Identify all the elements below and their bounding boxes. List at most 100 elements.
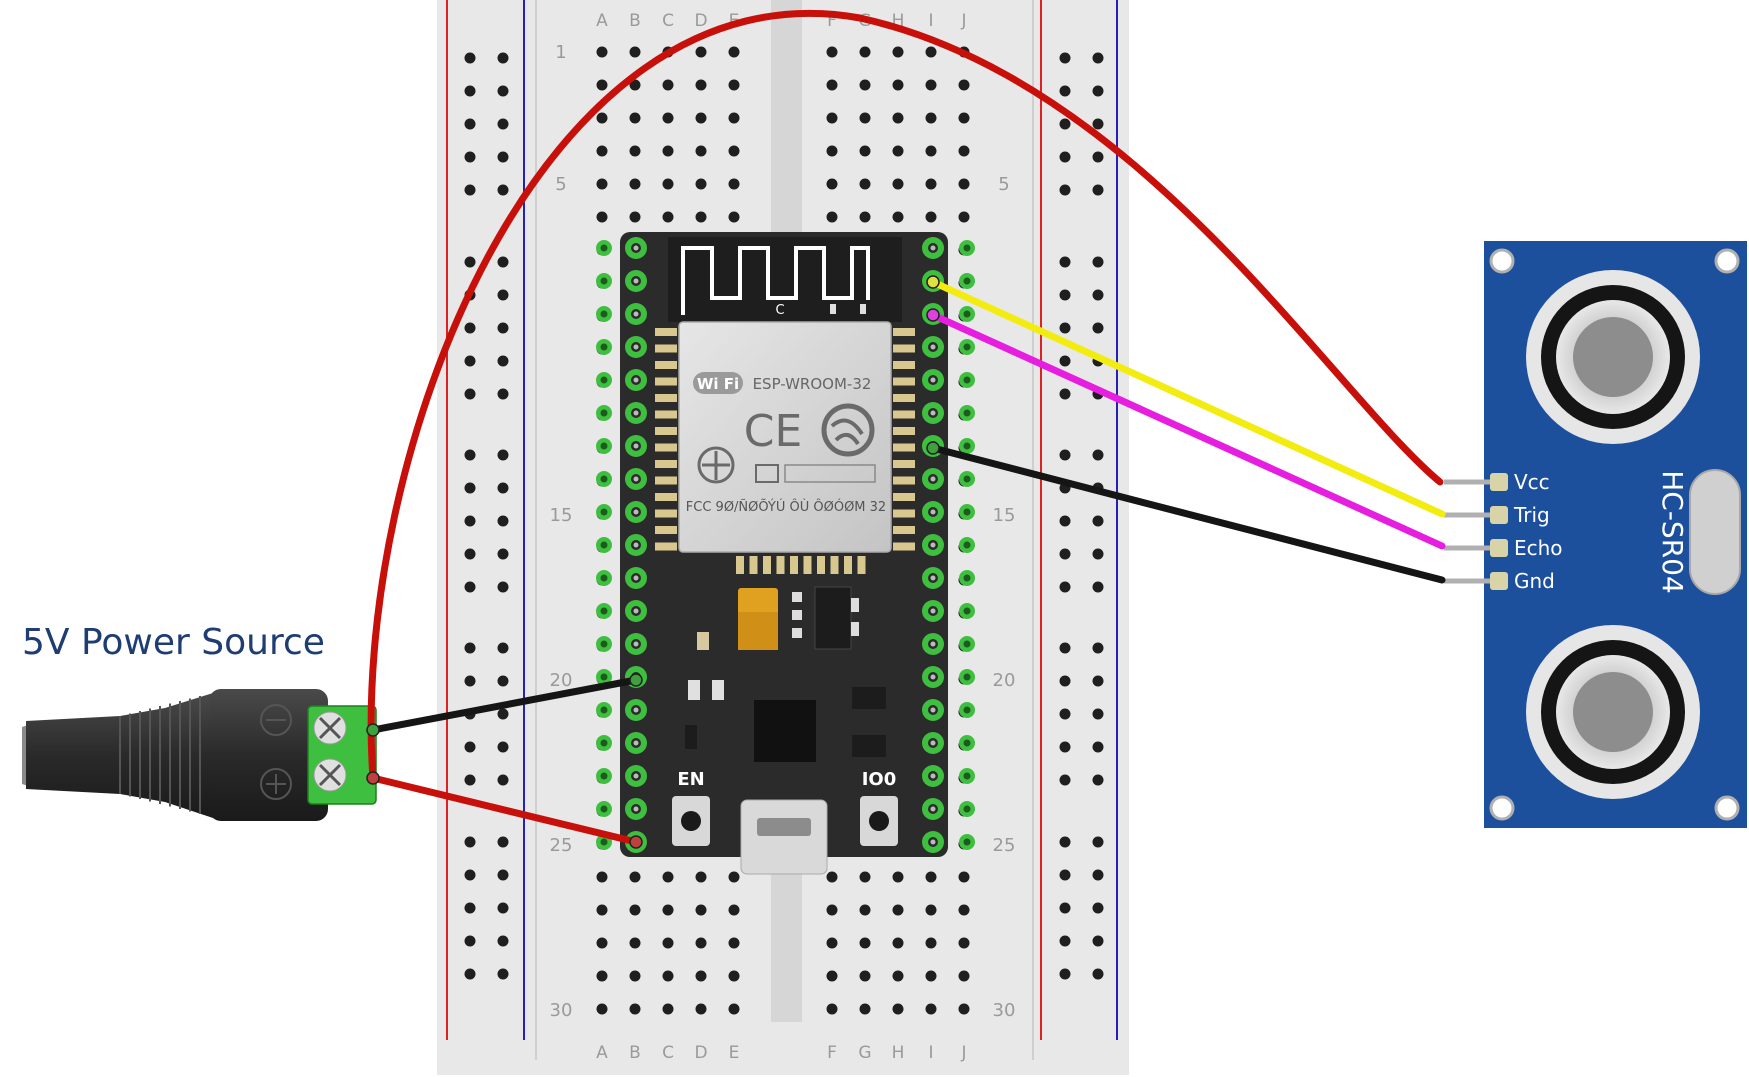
terminal-screw-plus[interactable] <box>313 758 347 792</box>
terminal-screw-minus[interactable] <box>313 711 347 745</box>
breadboard-hole <box>859 904 871 916</box>
module-pad <box>844 556 852 574</box>
wire-5v-to-sensor-vcc[interactable] <box>367 9 1444 782</box>
breadboard-hole <box>892 970 904 982</box>
rail-hole <box>1059 836 1071 848</box>
breadboard-hole <box>728 904 740 916</box>
en-button-cap[interactable] <box>681 811 701 831</box>
micro-usb-port[interactable] <box>740 799 828 875</box>
rail-hole <box>497 708 509 720</box>
rail-hole <box>1059 515 1071 527</box>
rail-hole <box>464 902 476 914</box>
rail-hole <box>1059 581 1071 593</box>
module-pad <box>655 493 677 501</box>
breadboard-hole <box>662 970 674 982</box>
rail-hole <box>464 151 476 163</box>
wire-trig-yellow[interactable] <box>929 278 1446 518</box>
column-letter: A <box>596 1043 608 1063</box>
module-pad <box>893 493 915 501</box>
breadboard-hole <box>958 112 970 124</box>
breadboard-hole <box>728 145 740 157</box>
breadboard-hole <box>859 46 871 58</box>
breadboard-hole <box>859 79 871 91</box>
module-pad <box>817 556 825 574</box>
breadboard-hole <box>695 145 707 157</box>
rail-hole <box>497 322 509 334</box>
en-button[interactable] <box>672 796 710 846</box>
rail-hole <box>1059 289 1071 301</box>
breadboard-hole <box>728 79 740 91</box>
breadboard-hole <box>695 211 707 223</box>
breadboard-hole <box>859 112 871 124</box>
breadboard-hole <box>629 46 641 58</box>
breadboard-hole <box>892 46 904 58</box>
breadboard-hole <box>728 178 740 190</box>
wire-gnd-black[interactable] <box>929 444 1446 584</box>
rail-hole <box>1092 289 1104 301</box>
rail-hole <box>464 548 476 560</box>
rail-hole <box>1092 642 1104 654</box>
breadboard-hole <box>925 1003 937 1015</box>
breadboard-hole <box>826 46 838 58</box>
wire-echo-magenta[interactable] <box>929 311 1446 550</box>
rail-hole <box>497 968 509 980</box>
column-letter: E <box>729 1043 740 1063</box>
breadboard-hole <box>728 1003 740 1015</box>
module-pad <box>655 460 677 468</box>
column-letter: A <box>596 11 608 31</box>
module-pad <box>736 556 744 574</box>
breadboard-hole <box>925 211 937 223</box>
wire-gnd-to-esp32[interactable] <box>369 676 640 734</box>
row-number: 1 <box>555 42 566 63</box>
breadboard-hole <box>925 937 937 949</box>
breadboard-hole <box>925 178 937 190</box>
rail-hole <box>497 184 509 196</box>
rail-hole <box>1059 449 1071 461</box>
rail-hole <box>464 581 476 593</box>
io0-button-cap[interactable] <box>869 811 889 831</box>
rail-hole <box>497 289 509 301</box>
rail-hole <box>497 902 509 914</box>
breadboard-hole <box>728 937 740 949</box>
breadboard-hole <box>925 79 937 91</box>
breadboard-hole <box>826 79 838 91</box>
breadboard-hole <box>695 112 707 124</box>
rail-hole <box>464 836 476 848</box>
rail-hole <box>497 675 509 687</box>
rail-hole <box>497 151 509 163</box>
breadboard-hole <box>826 211 838 223</box>
rail-hole <box>464 774 476 786</box>
sensor-pin-label: Trig <box>1513 503 1550 527</box>
column-letter: J <box>960 11 966 31</box>
breadboard-hole <box>662 937 674 949</box>
breadboard-hole <box>925 904 937 916</box>
row-number: 5 <box>998 174 1009 195</box>
wire-5v-to-esp32-vin[interactable] <box>369 774 640 846</box>
module-pad <box>790 556 798 574</box>
breadboard-hole <box>662 211 674 223</box>
column-letter: F <box>827 1043 837 1063</box>
module-pad <box>893 410 915 419</box>
io0-button[interactable] <box>860 796 898 846</box>
rail-hole <box>1059 256 1071 268</box>
column-letter: H <box>892 1043 905 1063</box>
row-number: 15 <box>993 505 1016 526</box>
rail-hole <box>464 935 476 947</box>
module-pad <box>763 556 771 574</box>
breadboard-hole <box>958 145 970 157</box>
module-pad <box>655 476 677 485</box>
rail-hole <box>464 118 476 130</box>
module-pad <box>893 377 915 386</box>
breadboard-hole <box>728 46 740 58</box>
breadboard-hole <box>958 871 970 883</box>
breadboard-hole <box>892 871 904 883</box>
rail-hole <box>1092 548 1104 560</box>
breadboard-hole <box>596 1003 608 1015</box>
rail-hole <box>1059 548 1071 560</box>
module-pads <box>655 328 915 574</box>
breadboard-hole <box>892 211 904 223</box>
breadboard-hole <box>925 871 937 883</box>
breadboard-hole <box>859 871 871 883</box>
module-pad <box>655 509 677 518</box>
rail-hole <box>497 548 509 560</box>
